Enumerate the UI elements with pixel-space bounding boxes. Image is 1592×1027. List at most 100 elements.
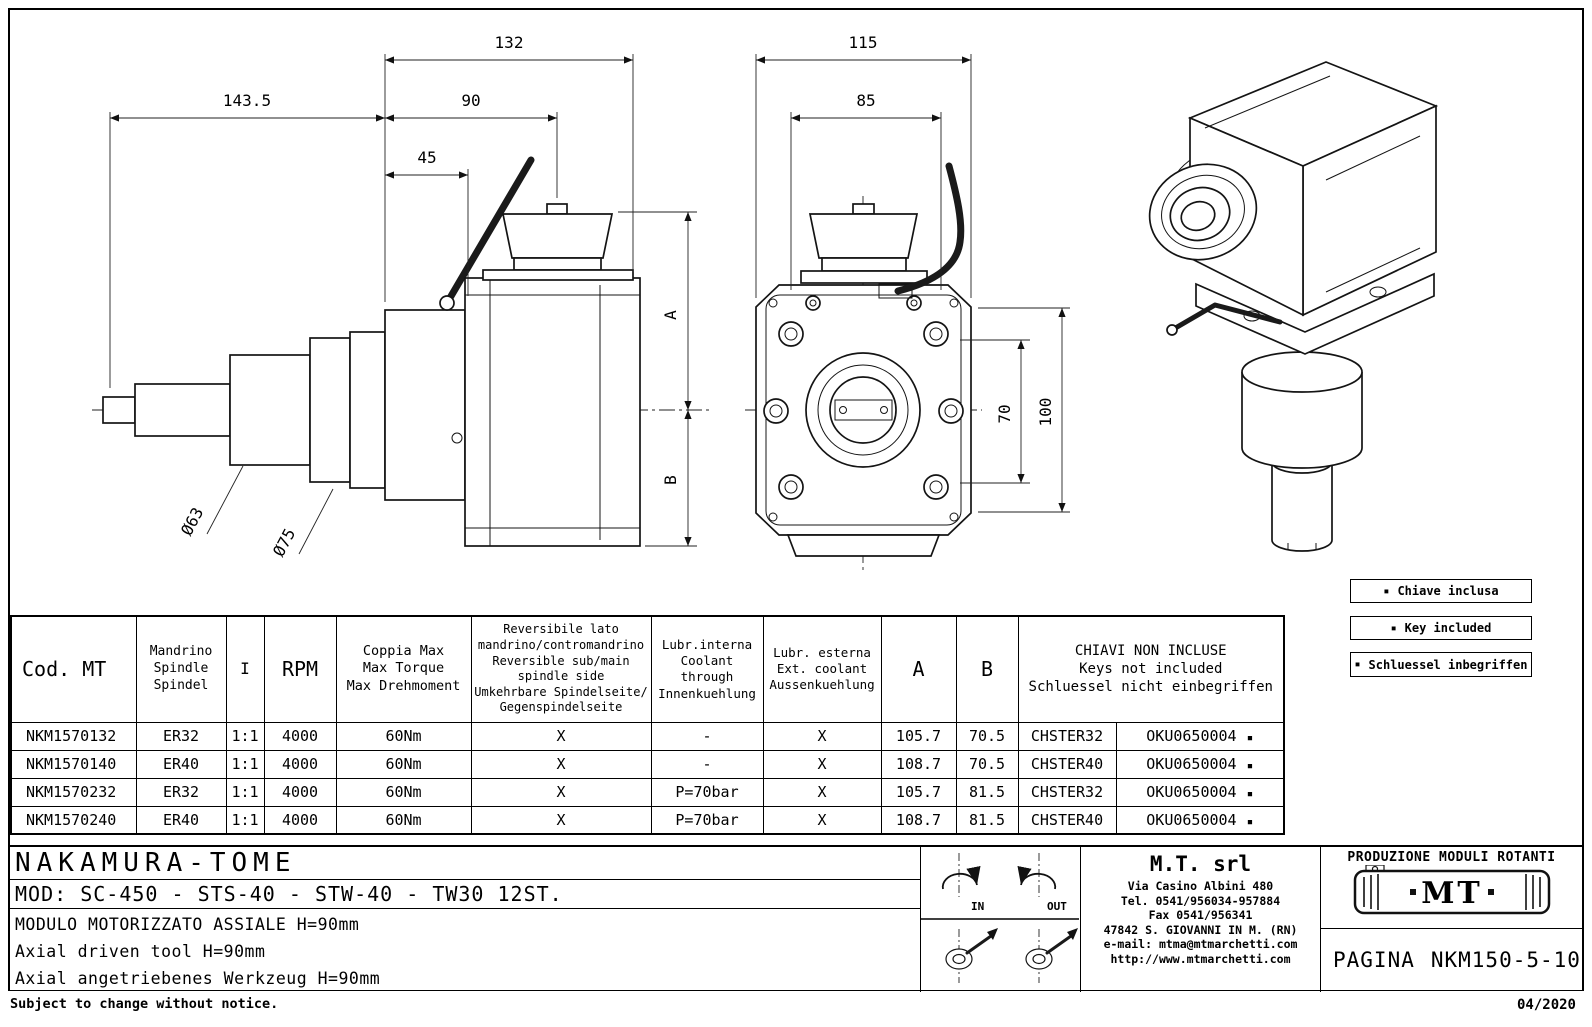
cell-b: 70.5: [955, 721, 1019, 751]
table-row: NKM1570140 ER40 1:1 4000 60Nm X - X 108.…: [10, 749, 1285, 779]
dia-75: Ø75: [269, 525, 299, 559]
square-bullet-icon: ▪: [1246, 787, 1254, 800]
dim-70: 70: [995, 404, 1014, 423]
production-panel: PRODUZIONE MODULI ROTANTI MT: [1321, 847, 1582, 929]
description-it: MODULO MOTORIZZATO ASSIALE H=90mm: [15, 915, 360, 934]
col-header-b: B: [955, 615, 1019, 723]
title-block: NAKAMURA-TOME MOD: SC-450 - STS-40 - STW…: [10, 845, 1582, 992]
spec-table-header-row: Cod. MT Mandrino Spindle Spindel I RPM C…: [10, 615, 1285, 723]
cell-torque: 60Nm: [335, 749, 472, 779]
dim-100: 100: [1036, 398, 1055, 427]
cell-reversible: X: [470, 777, 652, 807]
key-order-value: OKU0650004: [1146, 783, 1237, 801]
legend-schluessel-inbegriffen: ▪ Schluessel inbegriffen: [1350, 652, 1532, 677]
key-order-value: OKU0650004: [1146, 755, 1237, 773]
company-phone: Tel. 0541/956034-957884: [1120, 893, 1281, 908]
disclaimer-text: Subject to change without notice.: [10, 996, 279, 1012]
col-header-cod-mt: Cod. MT: [10, 615, 137, 723]
collet-nut: [808, 213, 919, 259]
technical-drawings: 143.5 132 90 45 A B Ø63 Ø75: [92, 33, 1439, 570]
col-header-spindle: Mandrino Spindle Spindel: [135, 615, 227, 723]
cell-rpm: 4000: [263, 777, 337, 807]
title-block-right: PRODUZIONE MODULI ROTANTI MT: [1320, 847, 1582, 992]
table-row: NKM1570232 ER32 1:1 4000 60Nm X P=70bar …: [10, 777, 1285, 807]
cell-ratio: 1:1: [225, 777, 265, 807]
collet-nut: [501, 213, 614, 259]
cell-rpm: 4000: [263, 721, 337, 751]
key-order-value: OKU0650004: [1146, 727, 1237, 745]
description-de: Axial angetriebenes Werkzeug H=90mm: [15, 969, 381, 988]
rotation-in-icon: IN: [941, 853, 984, 913]
dim-90: 90: [461, 91, 480, 110]
cell-reversible: X: [470, 721, 652, 751]
cell-torque: 60Nm: [335, 721, 472, 751]
cell-spindle: ER32: [135, 777, 227, 807]
legend-label: Chiave inclusa: [1397, 584, 1499, 598]
col-header-torque: Coppia Max Max Torque Max Drehmoment: [335, 615, 472, 723]
legend-key-included: ▪ Key included: [1350, 616, 1532, 640]
col-header-coolant-external: Lubr. esterna Ext. coolant Aussenkuehlun…: [762, 615, 882, 723]
square-bullet-icon: ▪: [1390, 622, 1397, 634]
isometric-view-drawing: [1148, 61, 1439, 552]
dim-115: 115: [849, 33, 878, 52]
mt-logo: MT: [1353, 864, 1550, 915]
dim-143-5: 143.5: [223, 91, 271, 110]
module-description: MODULO MOTORIZZATO ASSIALE H=90mm Axial …: [10, 909, 920, 992]
production-label: PRODUZIONE MODULI ROTANTI: [1347, 850, 1556, 865]
square-bullet-icon: ▪: [1354, 659, 1361, 670]
clamp-lever: [443, 156, 535, 307]
cell-coolant-internal: P=70bar: [650, 777, 764, 807]
company-address: Via Casino Albini 480: [1127, 879, 1274, 893]
dim-132: 132: [495, 33, 524, 52]
cell-coolant-internal: P=70bar: [650, 805, 764, 835]
company-city: 47842 S. GIOVANNI IN M. (RN): [1103, 922, 1298, 937]
cell-ratio: 1:1: [225, 721, 265, 751]
drawing-frame: [8, 8, 1584, 991]
cell-key-order: OKU0650004 ▪: [1115, 749, 1285, 779]
company-website: http://www.mtmarchetti.com: [1110, 951, 1291, 966]
clamp-lever: [894, 162, 965, 295]
table-row: NKM1570240 ER40 1:1 4000 60Nm X P=70bar …: [10, 805, 1285, 835]
cell-coolant-external: X: [762, 749, 882, 779]
cell-cod: NKM1570232: [10, 777, 137, 807]
cell-reversible: X: [470, 805, 652, 835]
page-number-panel: PAGINA NKM150-5-10: [1321, 929, 1582, 990]
cell-key-order: OKU0650004 ▪: [1115, 777, 1285, 807]
cell-key-order: OKU0650004▪: [1115, 805, 1285, 835]
cell-a: 108.7: [880, 749, 957, 779]
cell-a: 105.7: [880, 777, 957, 807]
dim-85: 85: [856, 91, 875, 110]
rotation-in-label: IN: [971, 900, 984, 913]
cell-cod: NKM1570132: [10, 721, 137, 751]
cell-key-order: OKU0650004▪: [1115, 721, 1285, 751]
title-block-left: NAKAMURA-TOME MOD: SC-450 - STS-40 - STW…: [10, 847, 920, 992]
page-number: NKM150-5-10: [1430, 947, 1581, 972]
dim-B: B: [661, 475, 680, 485]
customer-name: NAKAMURA-TOME: [10, 847, 920, 880]
rotation-direction-panel: IN OUT: [920, 847, 1080, 992]
legend-label: Key included: [1404, 621, 1492, 635]
bolt-holes: [763, 295, 964, 522]
square-bullet-icon: ▪: [1246, 759, 1254, 772]
dia-63: Ø63: [177, 504, 207, 538]
square-bullet-icon: ▪: [1246, 814, 1254, 828]
cell-ratio: 1:1: [225, 805, 265, 835]
table-row: NKM1570132 ER32 1:1 4000 60Nm X - X 105.…: [10, 721, 1285, 751]
rotation-out-icon: OUT: [1017, 853, 1067, 913]
mt-logo-text: MT: [1421, 876, 1483, 911]
wrench-tool-icon: [945, 928, 998, 983]
company-name: M.T. srl: [1149, 852, 1252, 876]
cell-cod: NKM1570240: [10, 805, 137, 835]
side-view-drawing: 143.5 132 90 45 A B Ø63 Ø75: [92, 33, 712, 560]
cell-spindle: ER40: [135, 805, 227, 835]
cell-key-code: CHSTER40: [1017, 749, 1117, 779]
cell-key-code: CHSTER40: [1017, 805, 1117, 835]
legend-chiave-inclusa: ▪ Chiave inclusa: [1350, 579, 1532, 603]
wrench-tool-icon: [1025, 928, 1078, 983]
revision-date: 04/2020: [1516, 997, 1576, 1013]
square-bullet-icon: ▪: [1383, 585, 1390, 597]
cell-rpm: 4000: [263, 805, 337, 835]
cell-a: 108.7: [880, 805, 957, 835]
cell-b: 70.5: [955, 749, 1019, 779]
col-header-ratio: I: [225, 615, 265, 723]
